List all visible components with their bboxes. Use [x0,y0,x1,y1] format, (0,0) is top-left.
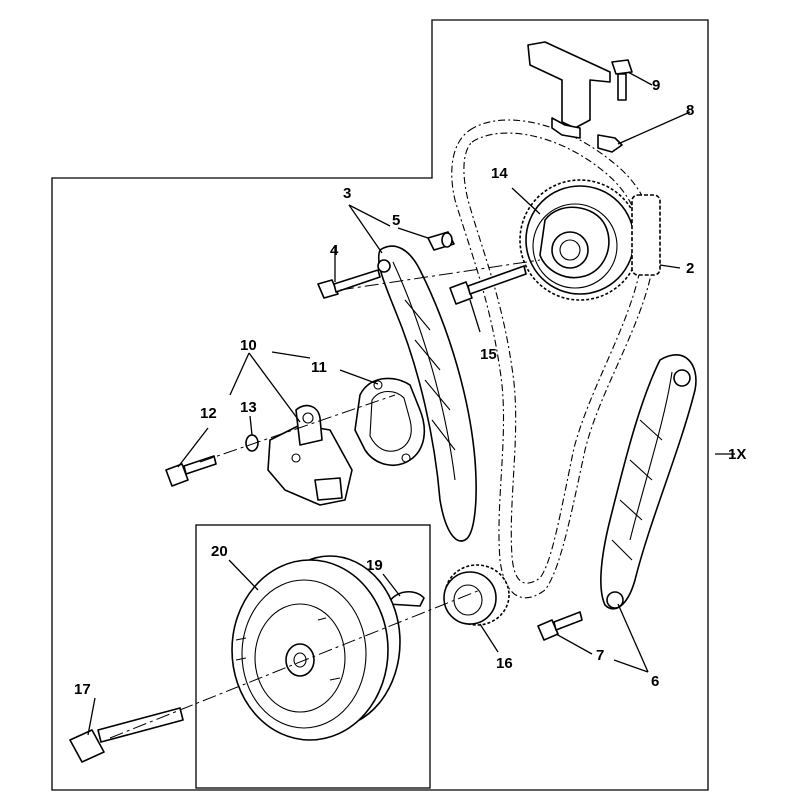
bolt-4 [317,269,381,299]
callout-5: 5 [392,212,400,229]
pin-5 [427,231,455,251]
callout-6: 6 [651,673,659,690]
callout-3: 3 [343,185,351,202]
crankshaft-pulley-20 [231,555,401,741]
assembly-axes [109,259,541,739]
callout-10: 10 [240,337,257,354]
callout-19: 19 [366,557,383,574]
callout-4: 4 [330,242,339,259]
bolt-17 [69,707,184,763]
callout-2: 2 [686,260,694,277]
bolt-15 [449,265,527,305]
callout-13: 13 [240,399,257,416]
callout-15: 15 [480,346,497,363]
guide-rail-3 [377,245,477,542]
callout-7: 7 [596,647,604,664]
callout-8: 8 [686,102,694,119]
leader-lines [87,71,735,736]
crankshaft-sprocket-16 [443,564,510,626]
callout-16: 16 [496,655,513,672]
guide-bracket [527,41,623,153]
camshaft-sprocket [519,179,661,301]
bolt-7 [537,611,583,641]
callout-labels: 1X 2 3 4 5 6 7 8 9 10 11 12 13 14 15 16 … [74,77,746,698]
bolt-9 [611,59,633,101]
tensioner-rail-6 [600,354,697,610]
callout-20: 20 [211,543,228,560]
callout-1x: 1X [728,446,746,463]
bolt-12 [165,455,217,487]
hydraulic-tensioner-10 [267,404,353,506]
callout-17: 17 [74,681,91,698]
callout-11: 11 [311,359,327,376]
gasket-11 [354,377,426,466]
callout-12: 12 [200,405,217,422]
callout-9: 9 [652,77,660,94]
callout-14: 14 [491,165,508,182]
kit-1x-outline [51,19,709,791]
